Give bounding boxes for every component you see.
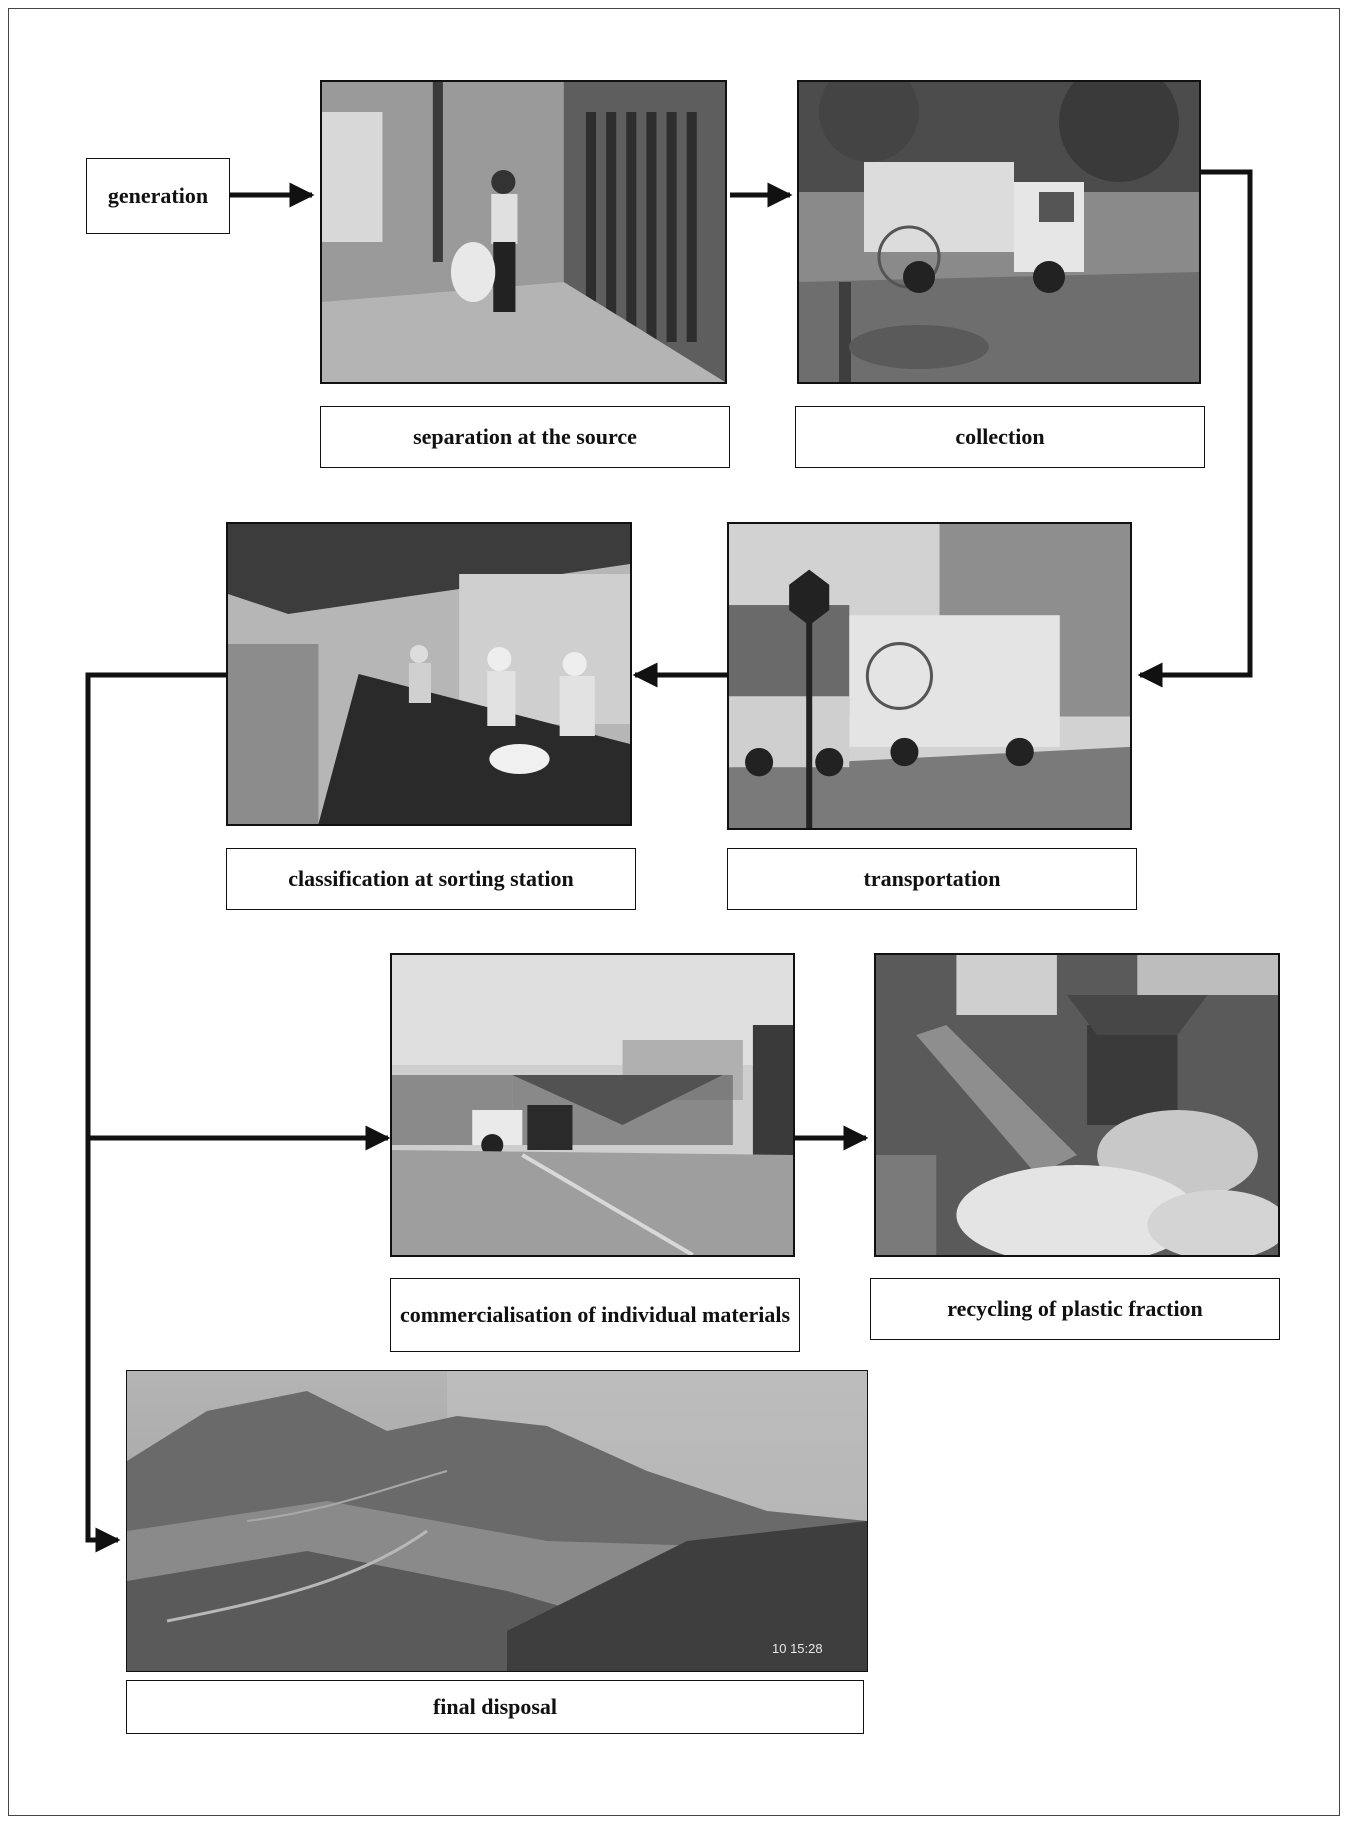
transportation-label: transportation (863, 865, 1001, 891)
commercialisation-label-box: commercialisation of individual material… (390, 1278, 800, 1352)
final-disposal-label-box: final disposal (126, 1680, 864, 1734)
collection-label: collection (955, 423, 1045, 449)
recycling-label-box: recycling of plastic fraction (870, 1278, 1280, 1340)
separation-label: separation at the source (413, 423, 637, 449)
recycling-label: recycling of plastic fraction (947, 1295, 1203, 1321)
collection-photo (797, 80, 1201, 384)
separation-label-box: separation at the source (320, 406, 730, 468)
transportation-photo (727, 522, 1132, 830)
final-disposal-photo: 10 15:28 (126, 1370, 868, 1672)
commercialisation-photo (390, 953, 795, 1257)
photo-timestamp: 10 15:28 (772, 1641, 823, 1656)
commercialisation-label: commercialisation of individual material… (399, 1301, 791, 1327)
recycling-photo (874, 953, 1280, 1257)
classification-photo (226, 522, 632, 826)
separation-photo (320, 80, 727, 384)
classification-label-box: classification at sorting station (226, 848, 636, 910)
collection-label-box: collection (795, 406, 1205, 468)
final-disposal-label: final disposal (432, 1693, 558, 1719)
classification-label: classification at sorting station (288, 865, 574, 891)
generation-label: generation (107, 182, 209, 208)
generation-box: generation (86, 158, 230, 234)
transportation-label-box: transportation (727, 848, 1137, 910)
